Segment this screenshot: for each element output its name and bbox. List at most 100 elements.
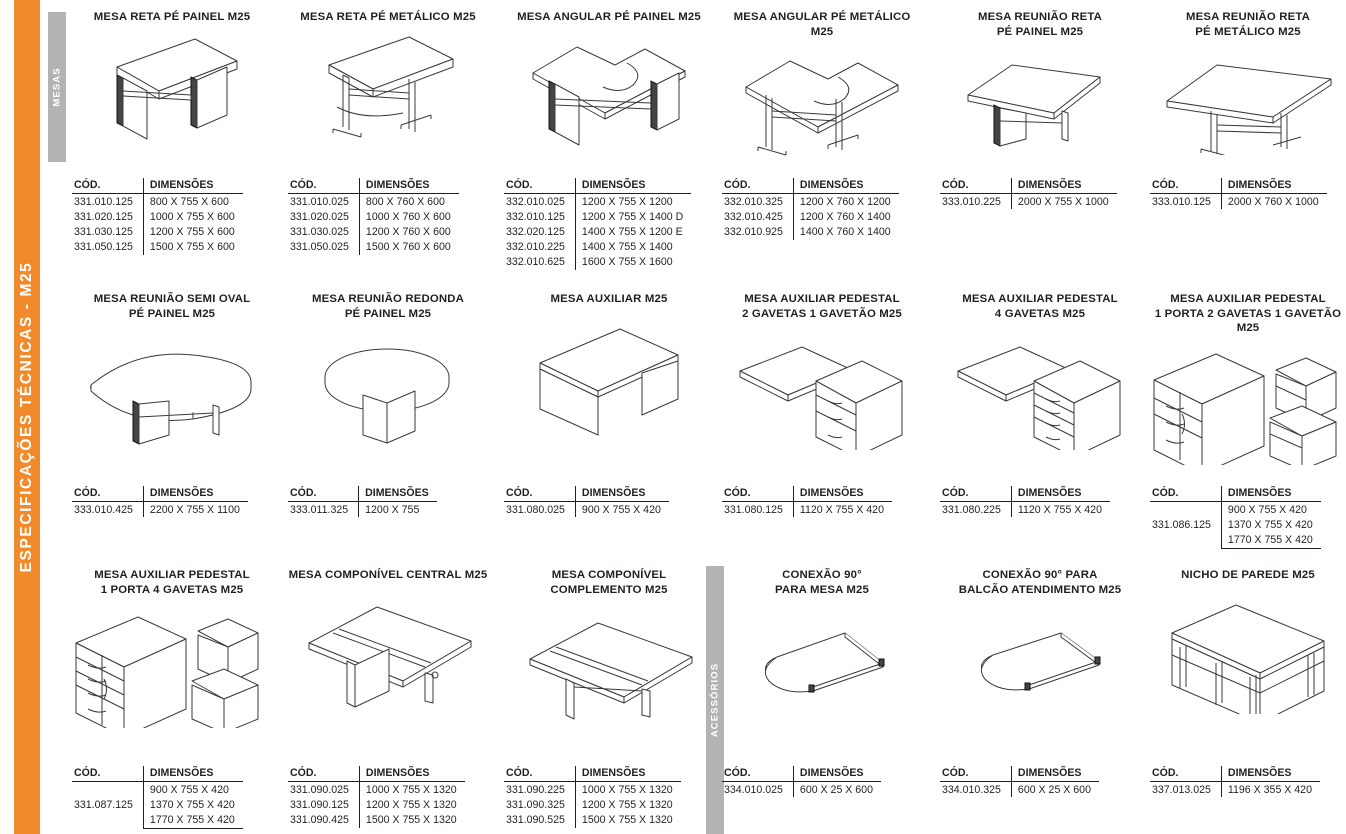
spec-cell-dim: 1000 X 755 X 600 [142,209,243,225]
spec-cell-dim: 1200 X 755 X 1320 [574,797,681,813]
spec-cell-dim: 1370 X 755 X 420 [142,797,243,813]
spec-cell-cod: 331.020.125 [74,210,133,223]
spec-cell-cod: 331.090.025 [290,783,349,796]
desk-metal-leg-icon [288,29,488,155]
spec-cell-dim: 1200 X 755 X 1320 [358,797,465,813]
table-row: 337.013.025 1196 X 355 X 420 [1150,781,1320,798]
spec-cell-cod: 331.087.125 [74,799,133,812]
section-rail-mesas: MESAS [48,12,66,162]
desk-angular-metal-icon [722,43,922,169]
table-row: 331.087.125 900 X 755 X 420 [72,781,243,811]
spec-cell-dim: 1500 X 755 X 1320 [358,812,465,828]
wall-niche-icon [1150,589,1346,741]
spec-cell-dim: 1000 X 755 X 1320 [358,781,465,798]
table-row: 332.010.425 1200 X 760 X 1400 [722,209,899,225]
spec-header-cod: CÓD. [722,766,794,782]
spec-cell-cod: 331.050.125 [74,241,133,254]
spec-header-dim: DIMENSÕES [792,766,881,782]
table-row: 331.030.125 1200 X 755 X 600 [72,224,243,240]
spec-cell-dim: 600 X 25 X 600 [792,781,881,798]
main-section-rail: ESPECIFICAÇÕES TÉCNICAS - M25 [14,0,40,834]
spec-cell-cod: 331.030.025 [290,225,349,238]
modular-complement-icon [504,603,714,755]
spec-cell-dim: 2200 X 755 X 1100 [142,501,248,518]
spec-cell-dim: 1370 X 755 X 420 [1220,517,1321,533]
meeting-desk-metal-icon [1150,43,1346,169]
spec-header-cod: CÓD. [722,486,794,502]
spec-cell-cod: 331.090.225 [506,783,565,796]
spec-header-cod: CÓD. [504,178,576,194]
table-row: 1370 X 755 X 420 [72,797,243,813]
spec-cell-cod: 332.010.425 [724,210,783,223]
table-row: 331.090.425 1500 X 755 X 1320 [288,812,465,828]
spec-cell-cod: 333.011.325 [290,503,349,516]
desk-angular-panel-icon [504,29,714,155]
spec-header-dim: DIMENSÕES [142,178,243,194]
product-title: CONEXÃO 90°PARA MESA M25 [775,569,869,596]
spec-cell-dim: 1500 X 755 X 600 [142,239,243,255]
product-cell: MESA ANGULAR PÉ METÁLICO M25 CÓD.DIMENSÕ… [722,10,922,240]
spec-header-dim: DIMENSÕES [358,486,437,502]
spec-cell-cod: 331.050.025 [290,241,349,254]
spec-cell-cod: 337.013.025 [1152,783,1211,796]
spec-header-dim: DIMENSÕES [574,766,681,782]
spec-cell-dim: 1770 X 755 X 420 [1220,532,1321,549]
spec-cell-cod: 331.010.125 [74,195,133,208]
spec-cell-cod: 332.010.325 [724,195,783,208]
spec-header-dim: DIMENSÕES [142,486,248,502]
spec-cell-cod: 331.090.425 [290,813,349,826]
spec-cell-dim: 1196 X 355 X 420 [1220,781,1320,798]
spec-cell-dim: 1200 X 760 X 1400 [792,209,899,225]
product-title: NICHO DE PAREDE M25 [1181,569,1315,581]
spec-cell-cod: 331.020.025 [290,210,349,223]
spec-cell-dim: 1200 X 755 X 600 [142,224,243,240]
product-title: MESA AUXILIAR M25 [550,293,668,305]
table-row: 331.020.125 1000 X 755 X 600 [72,209,243,225]
product-title: MESA RETA PÉ METÁLICO M25 [300,11,476,23]
spec-cell-cod: 331.090.125 [290,798,349,811]
spec-cell-dim: 1200 X 755 X 1400 D [574,209,692,225]
spec-header-dim: DIMENSÕES [1010,766,1099,782]
spec-cell-cod: 331.030.125 [74,225,133,238]
spec-cell-dim: 900 X 755 X 420 [574,501,669,518]
product-title: MESA ANGULAR PÉ METÁLICO M25 [733,11,911,38]
meeting-semi-oval-icon [72,325,272,475]
spec-header-cod: CÓD. [1150,486,1222,502]
spec-cell-dim: 900 X 755 X 420 [142,781,243,798]
spec-cell-cod: 331.080.225 [942,503,1001,516]
